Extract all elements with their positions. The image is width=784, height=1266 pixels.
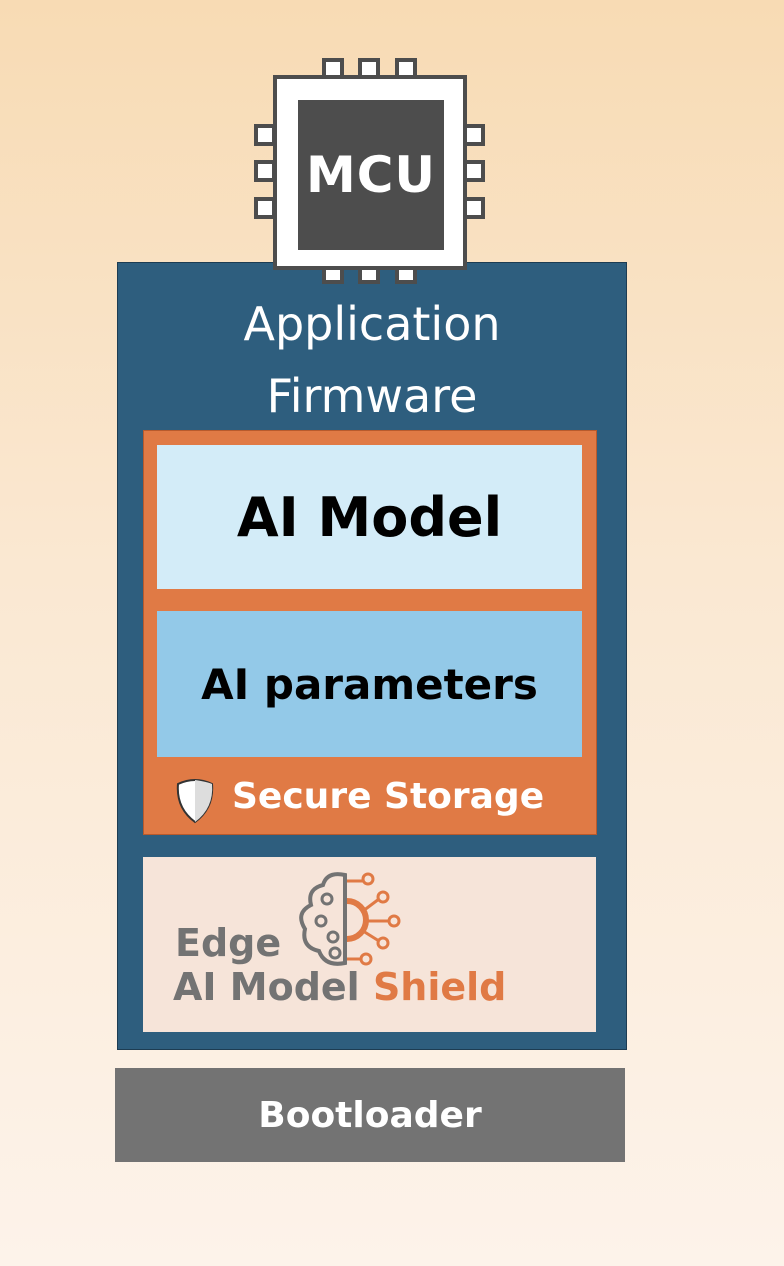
logo-shield: Shield xyxy=(372,965,507,1009)
edge-ai-model-shield-logo: Edge AI Model Shield xyxy=(143,857,596,1032)
ai-model-block: AI Model xyxy=(157,445,582,589)
shield-icon xyxy=(174,778,216,828)
chip-label: MCU xyxy=(298,100,444,250)
logo-line2: AI Model Shield xyxy=(173,965,506,1009)
firmware-title-line2: Firmware xyxy=(266,369,478,423)
brain-gear-icon xyxy=(299,872,401,966)
ai-parameters-block: AI parameters xyxy=(157,611,582,757)
logo-ai-model: AI Model xyxy=(173,965,360,1009)
logo-edge: Edge xyxy=(175,921,282,965)
bootloader-block: Bootloader xyxy=(115,1068,625,1162)
secure-storage-label: Secure Storage xyxy=(232,776,545,817)
firmware-title: Application Firmware xyxy=(117,288,627,432)
firmware-title-line1: Application xyxy=(243,297,501,351)
